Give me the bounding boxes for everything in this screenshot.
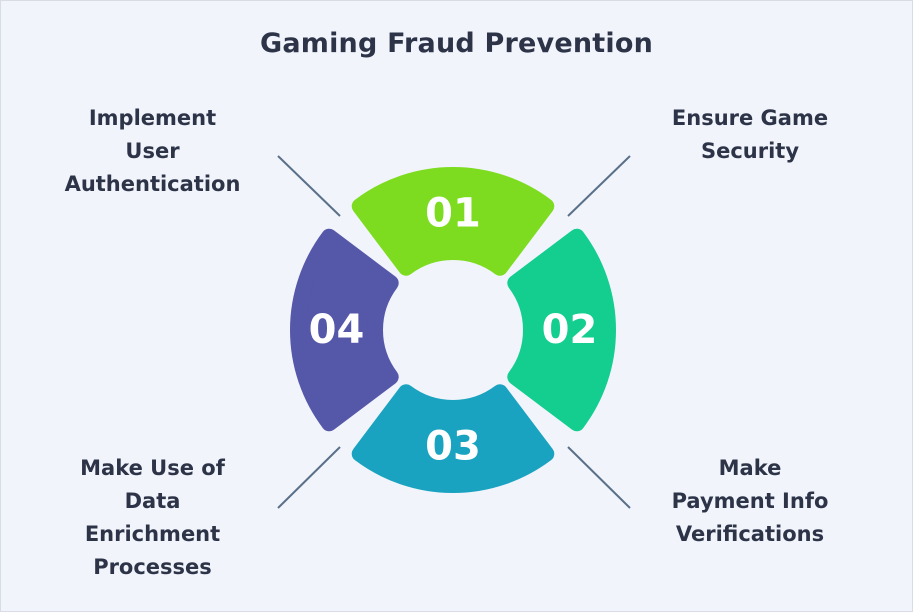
connector-line-01 <box>277 155 341 217</box>
ring-segment-02 <box>507 228 616 432</box>
ring-segment-01 <box>351 167 555 276</box>
diagram-title: Gaming Fraud Prevention <box>259 28 653 59</box>
step-number-04: 04 <box>309 307 365 353</box>
step-number-03: 03 <box>425 424 481 470</box>
connector-line-04 <box>277 446 341 509</box>
step-number-01: 01 <box>425 191 481 237</box>
step-number-02: 02 <box>542 307 598 353</box>
ring-segment-03 <box>351 384 555 493</box>
connector-line-02 <box>567 155 631 217</box>
connector-line-03 <box>567 446 631 509</box>
ring-segment-04 <box>290 228 399 432</box>
